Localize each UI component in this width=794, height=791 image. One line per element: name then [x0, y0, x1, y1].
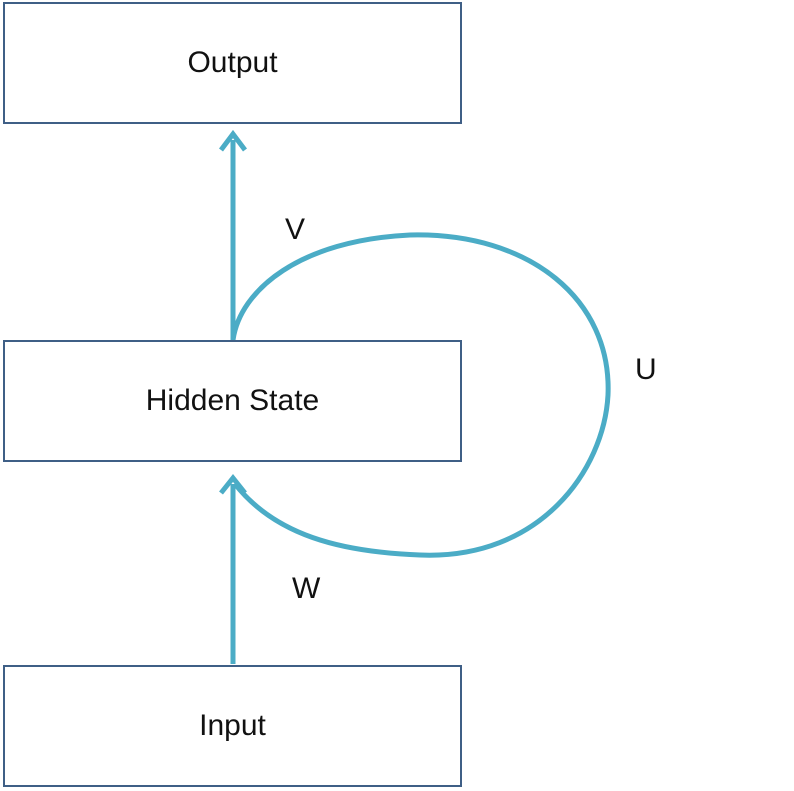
- edge-label-v: V: [285, 213, 306, 246]
- hidden-state-node: Hidden State: [3, 340, 462, 462]
- hidden-to-output-arrowhead: [219, 129, 247, 152]
- output-node: Output: [3, 2, 462, 124]
- edge-label-w: W: [292, 572, 321, 605]
- hidden-state-node-label: Hidden State: [145, 384, 320, 417]
- input-node-label: Input: [199, 709, 266, 742]
- edge-label-u: U: [635, 353, 657, 386]
- input-node: Input: [3, 665, 462, 787]
- output-node-label: Output: [187, 46, 278, 79]
- recurrent-loop: [230, 232, 611, 558]
